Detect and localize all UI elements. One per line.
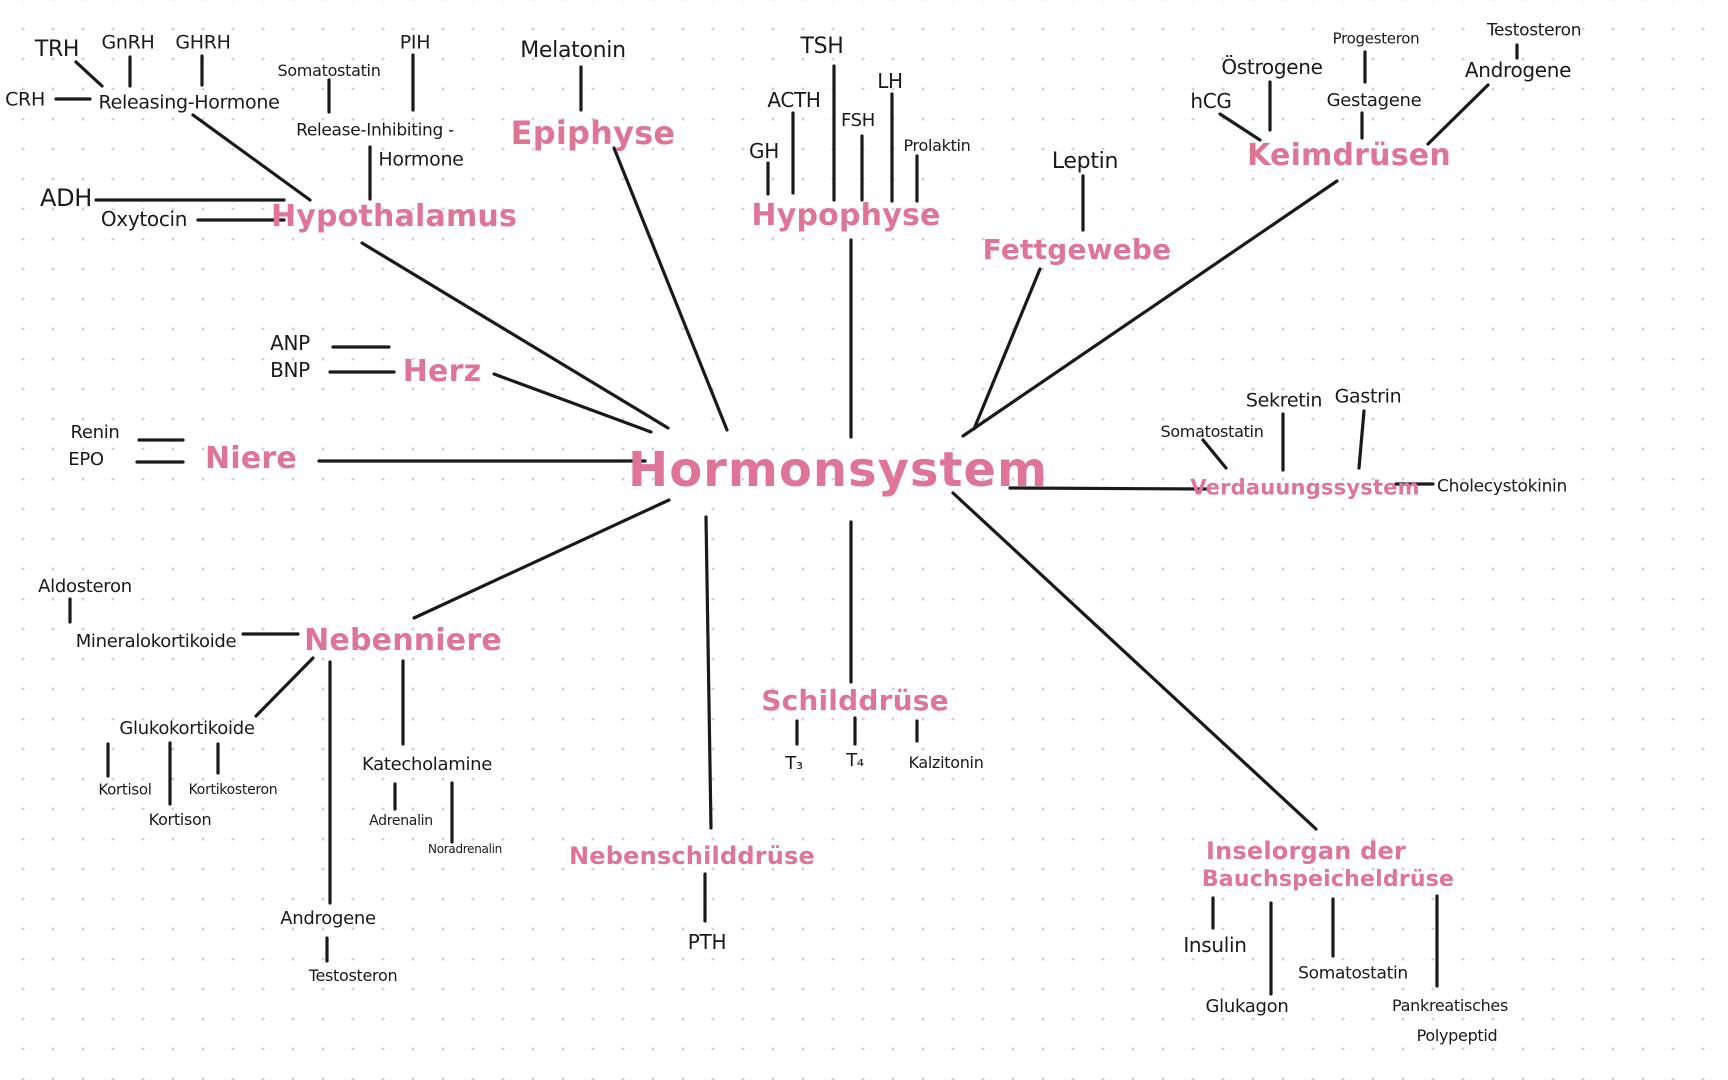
node-gestagene: Gestagene xyxy=(1326,90,1422,111)
edge-verdauungssystem-hormonsystem xyxy=(1008,486,1208,491)
node-herz: Herz xyxy=(402,354,482,389)
node-androgene-nebenniere: Androgene xyxy=(280,908,376,929)
edge-nebenschilddruese-hormonsystem xyxy=(704,515,713,830)
node-pankreatisches-polypeptid-1: Pankreatisches xyxy=(1392,996,1508,1015)
edge-herz-hormonsystem xyxy=(492,372,653,434)
node-katecholamine: Katecholamine xyxy=(361,754,493,775)
edge-inselorgan-hormonsystem xyxy=(951,491,1318,831)
node-verdauungssystem: Verdauungssystem xyxy=(1190,475,1420,500)
node-pankreatisches-polypeptid-2: Polypeptid xyxy=(1416,1026,1498,1045)
node-anp: ANP xyxy=(270,331,310,355)
node-sekretin: Sekretin xyxy=(1245,389,1323,412)
node-gnrh: GnRH xyxy=(101,31,155,54)
node-testosteron-nebenniere: Testosteron xyxy=(308,966,398,985)
node-hypophyse: Hypophyse xyxy=(751,198,941,233)
node-insulin: Insulin xyxy=(1183,933,1247,957)
edge-trh-releasing-hormone xyxy=(74,60,104,88)
node-adh: ADH xyxy=(39,184,93,212)
node-kalzitonin: Kalzitonin xyxy=(908,753,984,772)
node-lh: LH xyxy=(877,69,903,93)
edge-keimdruesen-hormonsystem xyxy=(961,179,1339,438)
node-nebenschilddruese: Nebenschilddrüse xyxy=(568,842,816,870)
node-pih: PIH xyxy=(399,31,431,54)
node-trh: TRH xyxy=(34,37,80,62)
node-inselorgan-2: Bauchspeicheldrüse xyxy=(1201,867,1455,892)
node-androgene-keimdruesen: Androgene xyxy=(1464,58,1572,82)
node-kortisol: Kortisol xyxy=(98,780,152,799)
edge-hypothalamus-hormonsystem xyxy=(360,241,670,430)
node-somatostatin-verdauung: Somatostatin xyxy=(1160,422,1264,441)
node-release-inhibiting-2: Hormone xyxy=(378,148,464,171)
node-adrenalin: Adrenalin xyxy=(369,813,433,829)
edge-hcg-keimdruesen xyxy=(1218,112,1262,142)
edge-releasing-hormone-hypothalamus xyxy=(191,113,312,202)
node-hormonsystem: Hormonsystem xyxy=(628,442,1048,498)
node-pth: PTH xyxy=(687,930,727,954)
node-testosteron-keimdruesen: Testosteron xyxy=(1486,20,1582,41)
node-noradrenalin: Noradrenalin xyxy=(428,842,502,856)
node-hcg: hCG xyxy=(1190,89,1232,113)
node-keimdruesen: Keimdrüsen xyxy=(1247,138,1451,173)
node-gh: GH xyxy=(749,139,779,163)
node-epo: EPO xyxy=(68,449,104,470)
edge-somatostatin-verdauung-verdauungssystem xyxy=(1201,438,1228,470)
node-somatostatin-hypothalamus: Somatostatin xyxy=(277,61,381,80)
node-glukagon: Glukagon xyxy=(1205,996,1289,1017)
node-niere: Niere xyxy=(205,441,297,476)
node-crh: CRH xyxy=(5,88,45,111)
node-somatostatin-pankreas: Somatostatin xyxy=(1298,963,1408,984)
node-leptin: Leptin xyxy=(1051,149,1119,174)
node-kortikosteron: Kortikosteron xyxy=(188,782,278,798)
node-fettgewebe: Fettgewebe xyxy=(982,233,1172,266)
node-prolaktin: Prolaktin xyxy=(903,136,971,155)
node-inselorgan-1: Inselorgan der xyxy=(1205,837,1407,865)
node-aldosteron: Aldosteron xyxy=(38,576,132,597)
node-acth: ACTH xyxy=(767,88,821,112)
node-oxytocin: Oxytocin xyxy=(100,207,188,231)
node-t3: T₃ xyxy=(785,753,803,774)
node-mineralokortikoide: Mineralokortikoide xyxy=(75,631,237,652)
node-tsh: TSH xyxy=(800,34,844,59)
node-nebenniere: Nebenniere xyxy=(304,623,502,658)
node-bnp: BNP xyxy=(270,358,310,382)
node-kortison: Kortison xyxy=(148,810,212,829)
edge-glukokortikoide-nebenniere xyxy=(254,656,315,718)
node-renin: Renin xyxy=(70,422,120,443)
node-cholecystokinin: Cholecystokinin xyxy=(1437,476,1567,497)
node-progesteron: Progesteron xyxy=(1332,29,1420,48)
edge-fettgewebe-hormonsystem xyxy=(972,267,1042,431)
edge-androgene-keimdruesen-keimdruesen xyxy=(1426,83,1490,146)
node-oestrogene: Östrogene xyxy=(1221,55,1323,79)
edge-epiphyse-hormonsystem xyxy=(612,146,729,432)
node-hypothalamus: Hypothalamus xyxy=(270,199,518,234)
node-melatonin: Melatonin xyxy=(520,38,626,63)
node-ghrh: GHRH xyxy=(175,31,231,54)
node-epiphyse: Epiphyse xyxy=(510,114,676,152)
edge-nebenniere-hormonsystem xyxy=(412,498,671,620)
node-release-inhibiting-1: Release-Inhibiting - xyxy=(296,120,454,141)
node-releasing-hormone: Releasing-Hormone xyxy=(98,91,280,114)
node-t4: T₄ xyxy=(846,750,864,771)
node-fsh: FSH xyxy=(840,110,876,131)
edge-gastrin-verdauungssystem xyxy=(1357,409,1366,470)
node-gastrin: Gastrin xyxy=(1334,385,1402,408)
node-schilddruese: Schilddrüse xyxy=(761,684,949,717)
node-glukokortikoide: Glukokortikoide xyxy=(119,718,255,739)
